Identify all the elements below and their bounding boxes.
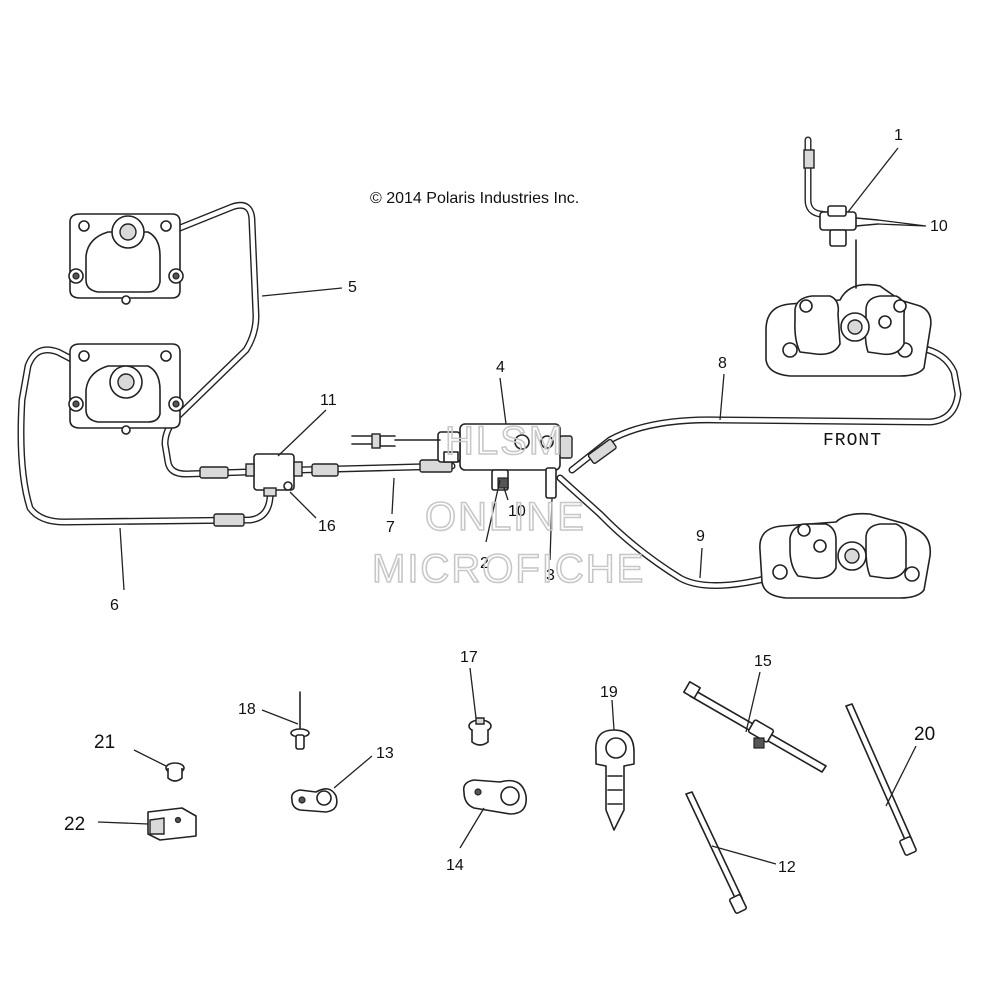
callout-10-mid: 10 — [508, 503, 526, 520]
brake-hose-6[interactable] — [17, 346, 276, 527]
callout-7: 7 — [386, 519, 395, 536]
clip-nut-22[interactable] — [147, 807, 197, 841]
brake-hose-8[interactable] — [568, 332, 962, 474]
screw-21[interactable] — [165, 762, 185, 782]
front-brake-caliper-lower[interactable] — [759, 512, 932, 599]
callout-21: 21 — [94, 732, 115, 753]
callout-6: 6 — [110, 597, 119, 614]
cable-tie-20[interactable] — [845, 703, 917, 856]
rear-brake-caliper-upper[interactable] — [68, 213, 184, 305]
rivet-18[interactable] — [290, 691, 310, 750]
callout-5: 5 — [348, 279, 357, 296]
watermark-line-1: HLSM — [445, 419, 564, 463]
brake-hose-7[interactable] — [294, 459, 456, 477]
rear-brake-caliper-lower[interactable] — [68, 343, 184, 435]
callout-9: 9 — [696, 528, 705, 545]
callout-22: 22 — [64, 814, 85, 835]
callout-16: 16 — [318, 518, 336, 535]
retainer-clip-19[interactable] — [595, 729, 635, 831]
callout-11: 11 — [320, 392, 337, 409]
copyright-text: © 2014 Polaris Industries Inc. — [370, 190, 579, 207]
front-direction-label: FRONT — [823, 431, 882, 451]
callout-18: 18 — [238, 701, 256, 718]
callout-numbers: 1 10 4 5 11 16 7 10 2 3 6 8 9 15 20 12 1… — [64, 127, 948, 876]
callout-13: 13 — [376, 745, 394, 762]
callout-1: 1 — [894, 127, 903, 144]
callout-2: 2 — [480, 555, 489, 572]
brake-junction-block-11[interactable] — [245, 453, 303, 497]
callout-12: 12 — [778, 859, 796, 876]
callout-15: 15 — [754, 653, 772, 670]
callout-10-top: 10 — [930, 218, 948, 235]
p-clamp-14[interactable] — [462, 779, 527, 815]
callout-8: 8 — [718, 355, 727, 372]
p-clamp-13[interactable] — [290, 788, 338, 813]
front-brake-caliper-upper[interactable] — [765, 283, 932, 377]
callout-17: 17 — [460, 649, 478, 666]
watermark-line-3: MICROFICHE — [372, 547, 645, 591]
callout-19: 19 — [600, 684, 618, 701]
screw-17[interactable] — [468, 717, 492, 746]
watermark: HLSM ONLINE MICROFICHE — [371, 418, 645, 592]
brake-line-fitting-1[interactable] — [803, 136, 879, 289]
callout-4: 4 — [496, 359, 505, 376]
callout-20: 20 — [914, 724, 935, 745]
callout-leaders — [97, 147, 927, 865]
master-cylinder-4[interactable] — [351, 423, 573, 499]
watermark-line-2: ONLINE — [425, 495, 586, 539]
brake-hose-5[interactable] — [146, 201, 260, 479]
cable-tie-mount-15[interactable] — [683, 681, 827, 773]
callout-14: 14 — [446, 857, 464, 874]
callout-3: 3 — [546, 567, 555, 584]
